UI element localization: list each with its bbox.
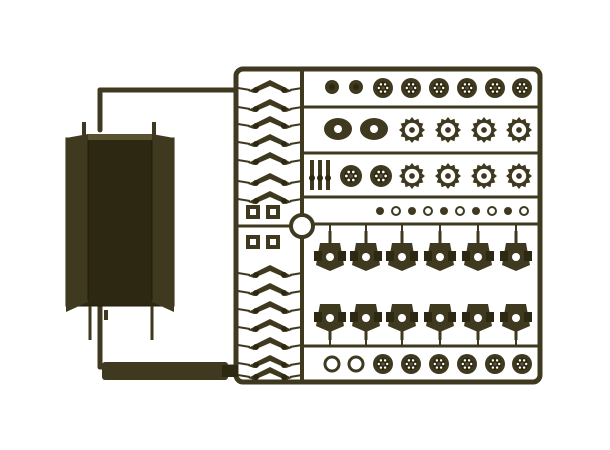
bogie-unit: [386, 231, 418, 271]
pin-knob: [325, 175, 331, 181]
road-wheel: [401, 354, 421, 374]
road-wheel: [340, 165, 362, 187]
hull-right-side: [152, 134, 174, 312]
small-ring: [519, 206, 529, 216]
small-ring: [455, 206, 465, 216]
road-wheel: [373, 354, 393, 374]
wheel-hub: [325, 80, 339, 94]
road-wheel: [485, 354, 505, 374]
bogie-unit: [500, 231, 532, 271]
sprocket-wheels: [399, 117, 532, 189]
suspension-arm: [237, 301, 303, 314]
small-parts: [309, 118, 529, 216]
bogie-unit: [424, 231, 456, 271]
wheel-hub: [349, 80, 363, 94]
sprocket-wheel: [399, 163, 425, 189]
sprocket-wheel: [435, 163, 461, 189]
dome-cover: [324, 118, 352, 140]
road-wheel: [457, 354, 477, 374]
sprocket-wheel: [506, 163, 532, 189]
bogie-unit: [314, 304, 346, 340]
suspension-arm: [237, 99, 303, 112]
road-wheel: [373, 78, 393, 98]
bracket-part: [246, 205, 260, 219]
road-wheel: [370, 165, 392, 187]
suspension-arm: [237, 355, 303, 368]
road-wheel: [429, 354, 449, 374]
road-wheel: [401, 78, 421, 98]
small-bit: [504, 207, 512, 215]
suspension-arm: [237, 173, 303, 186]
suspension-arm: [237, 337, 303, 350]
small-ring: [391, 206, 401, 216]
road-wheel: [429, 78, 449, 98]
suspension-arm: [237, 265, 303, 278]
suspension-arm: [237, 283, 303, 296]
bogie-units: [314, 224, 532, 346]
small-bit: [408, 207, 416, 215]
suspension-arm: [237, 191, 303, 204]
hull-top-edge: [88, 134, 152, 140]
road-wheel: [512, 78, 532, 98]
ring-washer: [323, 355, 341, 373]
small-ring: [423, 206, 433, 216]
dome-cover: [360, 118, 388, 140]
sprocket-wheel: [471, 163, 497, 189]
bracket-part: [266, 205, 280, 219]
sprocket-wheel: [435, 117, 461, 143]
hull-left-side: [66, 134, 88, 312]
pin-knob: [309, 175, 315, 181]
sprocket-wheel: [399, 117, 425, 143]
hull-pin: [82, 122, 86, 136]
ring-washer: [347, 355, 365, 373]
road-wheel: [457, 78, 477, 98]
pin-knob: [317, 175, 323, 181]
suspension-arm: [237, 367, 303, 380]
hull-part: [65, 122, 175, 340]
suspension-arm: [237, 152, 303, 165]
small-bit: [440, 207, 448, 215]
bogie-unit: [500, 304, 532, 340]
suspension-arms: [237, 80, 303, 380]
sprocket-wheel: [471, 117, 497, 143]
small-bit: [376, 207, 384, 215]
suspension-arm: [237, 80, 303, 93]
sprue-tab: [222, 365, 238, 377]
suspension-arm: [237, 134, 303, 147]
sprue-lower-bar: [102, 362, 228, 380]
small-bit: [472, 207, 480, 215]
road-wheel: [512, 354, 532, 374]
suspension-arm: [237, 116, 303, 129]
bogie-unit: [386, 304, 418, 340]
bracket-part: [266, 235, 280, 249]
bogie-unit: [314, 231, 346, 271]
hull-pin: [104, 310, 108, 320]
bracket-part: [246, 235, 260, 249]
road-wheel: [485, 78, 505, 98]
sprue-frame: [97, 66, 543, 385]
suspension-arm: [237, 319, 303, 332]
hull-pin: [152, 122, 156, 136]
sprocket-wheel: [506, 117, 532, 143]
small-ring: [487, 206, 497, 216]
road-wheels: [323, 78, 532, 374]
sprue-hub: [289, 213, 315, 239]
